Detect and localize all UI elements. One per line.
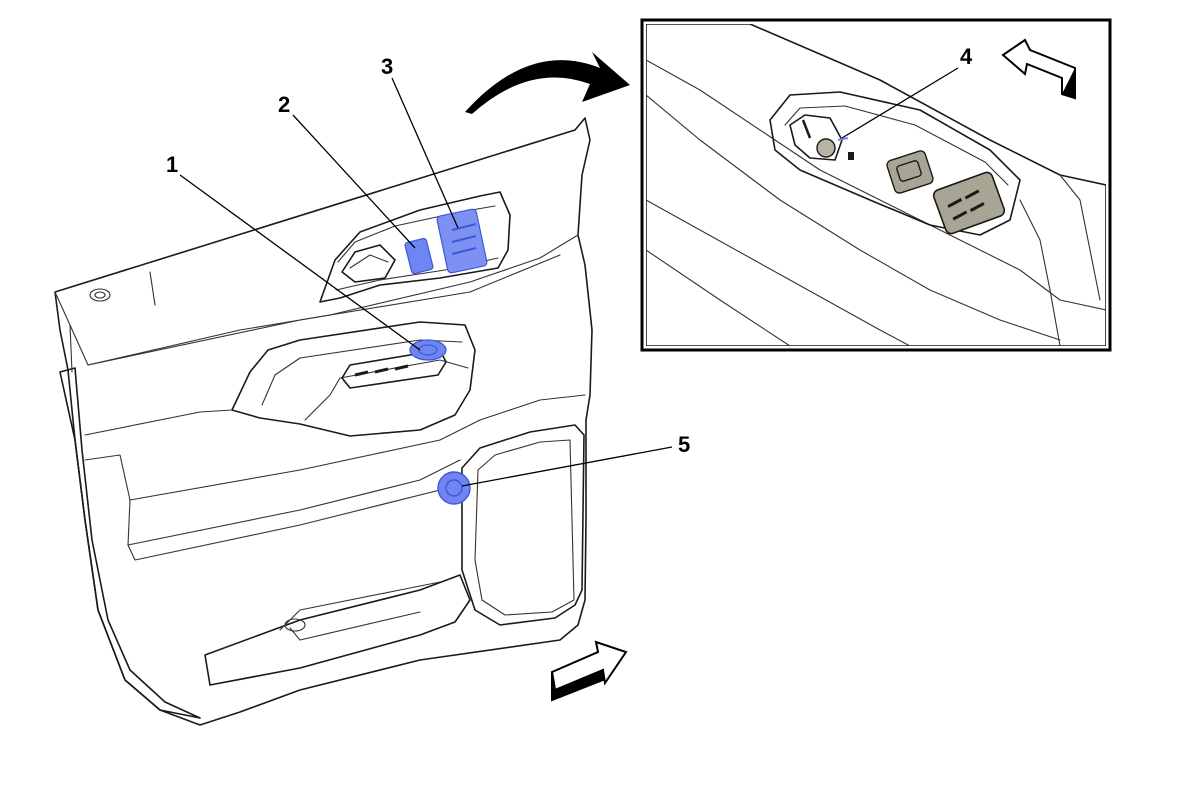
callout-1: 1 [166, 152, 178, 177]
curved-arrow-icon [465, 52, 630, 114]
callout-2: 2 [278, 92, 290, 117]
direction-arrow-icon [550, 640, 628, 702]
callout-labels: 1 2 3 4 5 [166, 44, 973, 457]
direction-arrow-icon [1001, 38, 1076, 100]
callout-5: 5 [678, 432, 690, 457]
door-trim-panel [54, 117, 593, 726]
callout-4: 4 [960, 44, 973, 69]
detail-view-inset [640, 18, 1112, 352]
callout-3: 3 [381, 54, 393, 79]
leader-lines [179, 67, 959, 487]
